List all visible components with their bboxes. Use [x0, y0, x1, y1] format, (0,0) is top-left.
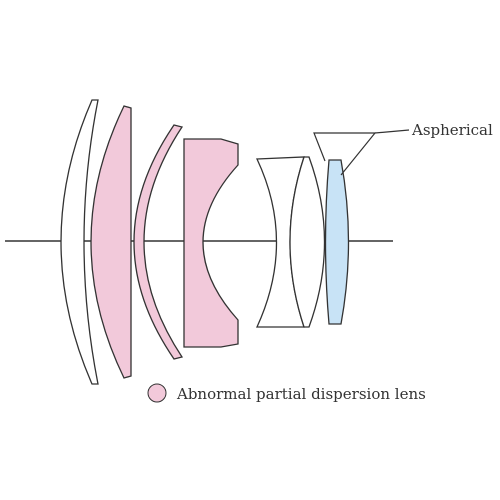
legend-swatch-abnormal-dispersion: [147, 383, 167, 403]
lens-element-3: [133, 124, 184, 360]
lens-element-1: [60, 99, 99, 385]
lens-element-6: [289, 156, 326, 328]
aspherical-label: Aspherical: [411, 121, 493, 139]
lens-element-2: [90, 105, 132, 379]
aspherical-callout-line: [313, 132, 377, 176]
aspherical-leader-line: [374, 129, 410, 134]
legend-label: Abnormal partial dispersion lens: [176, 385, 426, 403]
lens-element-7-aspherical: [324, 159, 350, 325]
lens-element-4: [183, 138, 239, 348]
